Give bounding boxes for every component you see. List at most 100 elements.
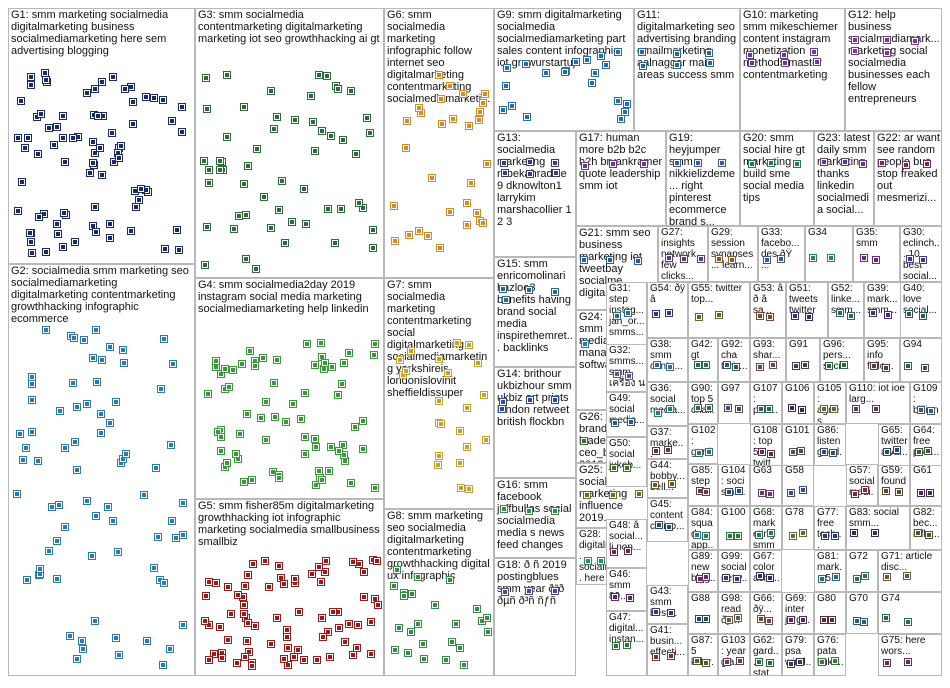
vertex-icon [144,638,150,644]
group-label: G4: smm socialmedia2day 2019 instagram s… [198,279,382,315]
vertex-icon [667,406,673,412]
vertex-icon [262,558,268,564]
vertex-icon [392,647,398,653]
vertex-icon [153,465,159,471]
group-label: G35: smm [856,227,898,249]
vertex-icon [879,160,885,166]
vertex-icon [249,663,255,669]
vertex-icon [927,490,933,496]
group-g23: G23: latest daily smm marketing thanks l… [814,131,874,226]
vertex-icon [322,569,328,575]
vertex-icon [907,256,913,262]
vertex-icon [263,437,269,443]
vertex-icon [29,429,35,435]
group-g110: G110: iot ioe larg... [846,382,910,424]
vertex-icon [258,415,264,421]
group-label: G88 [691,593,716,604]
vertex-icon [420,641,426,647]
vertex-icon [70,135,76,141]
vertex-icon [97,145,103,151]
group-g102: G102: gard... stat... [688,424,718,464]
vertex-icon [768,451,774,457]
group-label: G5: smm fisher85m digitalmarketing growt… [198,500,382,548]
vertex-icon [316,468,322,474]
vertex-icon [603,62,609,68]
vertex-icon [438,96,444,102]
vertex-icon [61,210,67,216]
group-g74: G74 [878,592,942,634]
vertex-icon [236,213,242,219]
vertex-icon [29,381,35,387]
group-g49: G49: social media... [606,392,647,437]
vertex-icon [342,458,348,464]
vertex-icon [656,522,662,528]
vertex-icon [136,197,142,203]
group-g32: G32: smms... smm เครื่อง น บอล ไทย... [606,344,647,392]
vertex-icon [169,518,175,524]
vertex-icon [42,70,48,76]
vertex-icon [133,204,139,210]
vertex-icon [655,410,661,416]
vertex-icon [681,256,687,262]
vertex-icon [355,622,361,628]
vertex-icon [628,419,634,425]
vertex-icon [793,363,799,369]
vertex-icon [695,405,701,411]
vertex-icon [241,181,247,187]
group-g37: G37: marke... smallb... [647,426,688,459]
vertex-icon [674,51,680,57]
vertex-icon [174,227,180,233]
group-label: G6: smm socialmedia marketing infographi… [387,9,492,105]
vertex-icon [436,356,442,362]
vertex-icon [636,491,642,497]
vertex-icon [302,434,308,440]
vertex-icon [239,361,245,367]
vertex-icon [415,621,421,627]
vertex-icon [716,256,722,262]
vertex-icon [883,488,889,494]
vertex-icon [641,161,647,167]
vertex-icon [322,360,328,366]
group-label: G1: smm marketing socialmedia digitalmar… [11,9,193,57]
group-g11: G11: digitalmarketing seo advertising br… [634,8,740,131]
vertex-icon [266,584,272,590]
vertex-icon [764,257,770,263]
vertex-icon [624,465,630,471]
vertex-icon [814,59,820,65]
vertex-icon [370,245,376,251]
vertex-icon [476,117,482,123]
vertex-icon [464,222,470,228]
vertex-icon [160,97,166,103]
vertex-icon [231,226,237,232]
vertex-icon [624,101,630,107]
group-label: G75: here wors... [881,635,940,657]
vertex-icon [319,477,325,483]
group-g44: G44: bobby... bell... [647,459,688,498]
vertex-icon [626,373,632,379]
vertex-icon [733,364,739,370]
vertex-icon [797,659,803,665]
group-label: G87: 5 killer... [691,635,716,676]
vertex-icon [55,231,61,237]
vertex-icon [832,533,838,539]
vertex-icon [316,564,322,570]
vertex-icon [37,566,43,572]
vertex-icon [170,361,176,367]
vertex-icon [60,113,66,119]
vertex-icon [449,639,455,645]
vertex-icon [281,656,287,662]
vertex-icon [819,659,825,665]
vertex-icon [821,159,827,165]
group-label: G2: socialmedia smm marketing seo social… [11,265,193,325]
vertex-icon [403,145,409,151]
group-g22: G22: ar want see random people bus stop … [874,131,942,226]
vertex-icon [36,214,42,220]
vertex-icon [767,491,773,497]
vertex-icon [314,657,320,663]
vertex-icon [480,100,486,106]
vertex-icon [180,532,186,538]
vertex-icon [612,594,618,600]
group-label: G100 [721,507,748,518]
vertex-icon [230,367,236,373]
vertex-icon [703,533,709,539]
